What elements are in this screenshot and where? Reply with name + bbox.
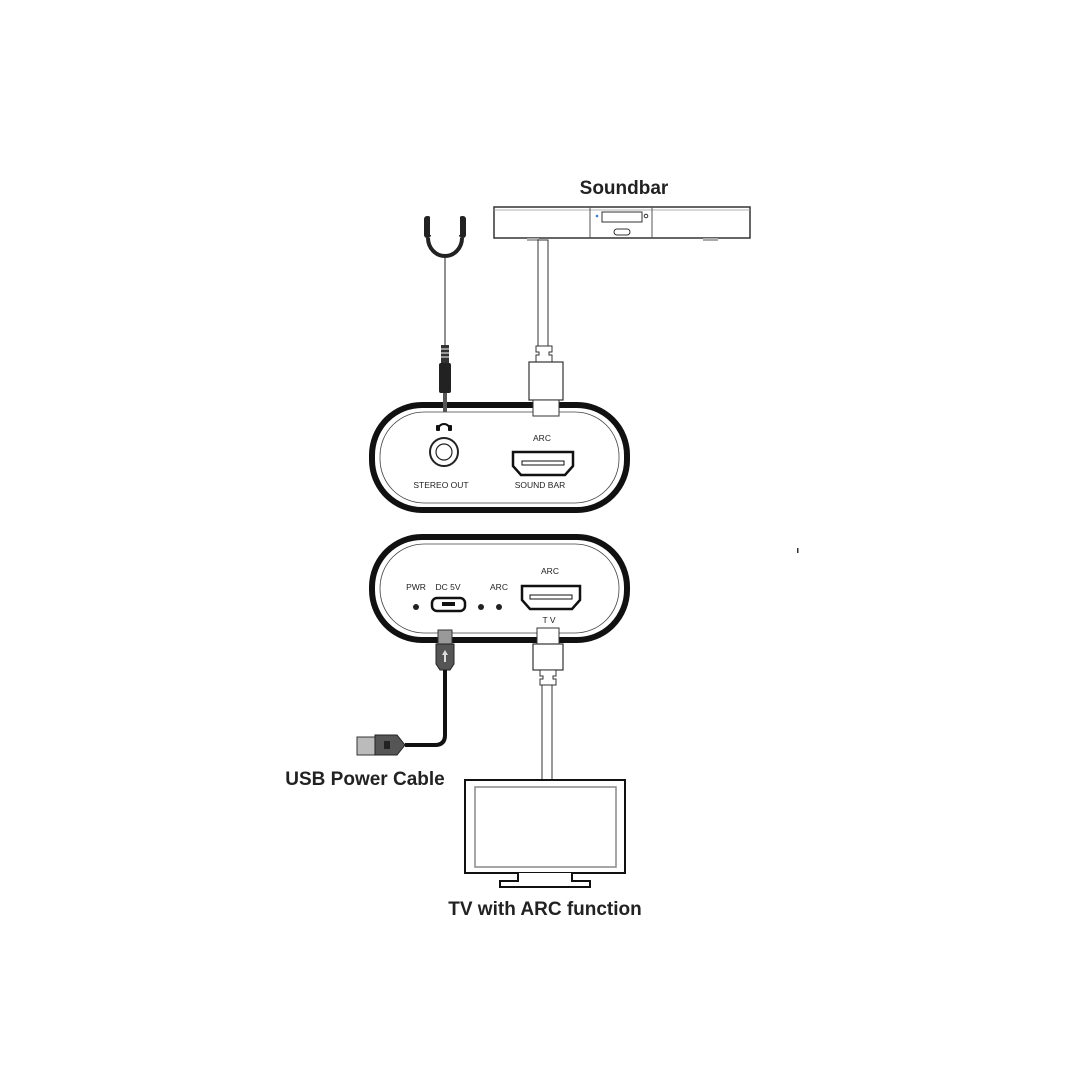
stereo-out-label: STEREO OUT [413, 480, 468, 490]
usb-power-cable-icon [356, 629, 455, 756]
audio-jack-plug-icon [439, 345, 451, 409]
arc-label: ARC [533, 433, 551, 443]
tv-label: TV with ARC function [448, 899, 642, 920]
stray-mark [797, 548, 799, 553]
usb-power-cable-label: USB Power Cable [285, 769, 444, 790]
tv-port-label: T V [542, 615, 555, 625]
pwr-label: PWR [406, 582, 426, 592]
sound-bar-label: SOUND BAR [515, 480, 566, 490]
soundbar-icon [493, 206, 751, 241]
dc5v-label: DC 5V [435, 582, 460, 592]
converter-power-side: PWR DC 5V ARC ARC T V [369, 534, 630, 643]
soundbar-label: Soundbar [580, 178, 669, 199]
arc-port-label: ARC [541, 566, 559, 576]
arc-led-label: ARC [490, 582, 508, 592]
headphone-symbol-icon [436, 423, 452, 431]
tv-icon [464, 779, 626, 888]
converter-audio-side: ARC STEREO OUT SOUND BAR [369, 399, 630, 513]
headphones-icon [424, 216, 466, 345]
hdmi-cable-soundbar-icon [528, 239, 564, 417]
hdmi-cable-tv-icon [532, 627, 564, 781]
